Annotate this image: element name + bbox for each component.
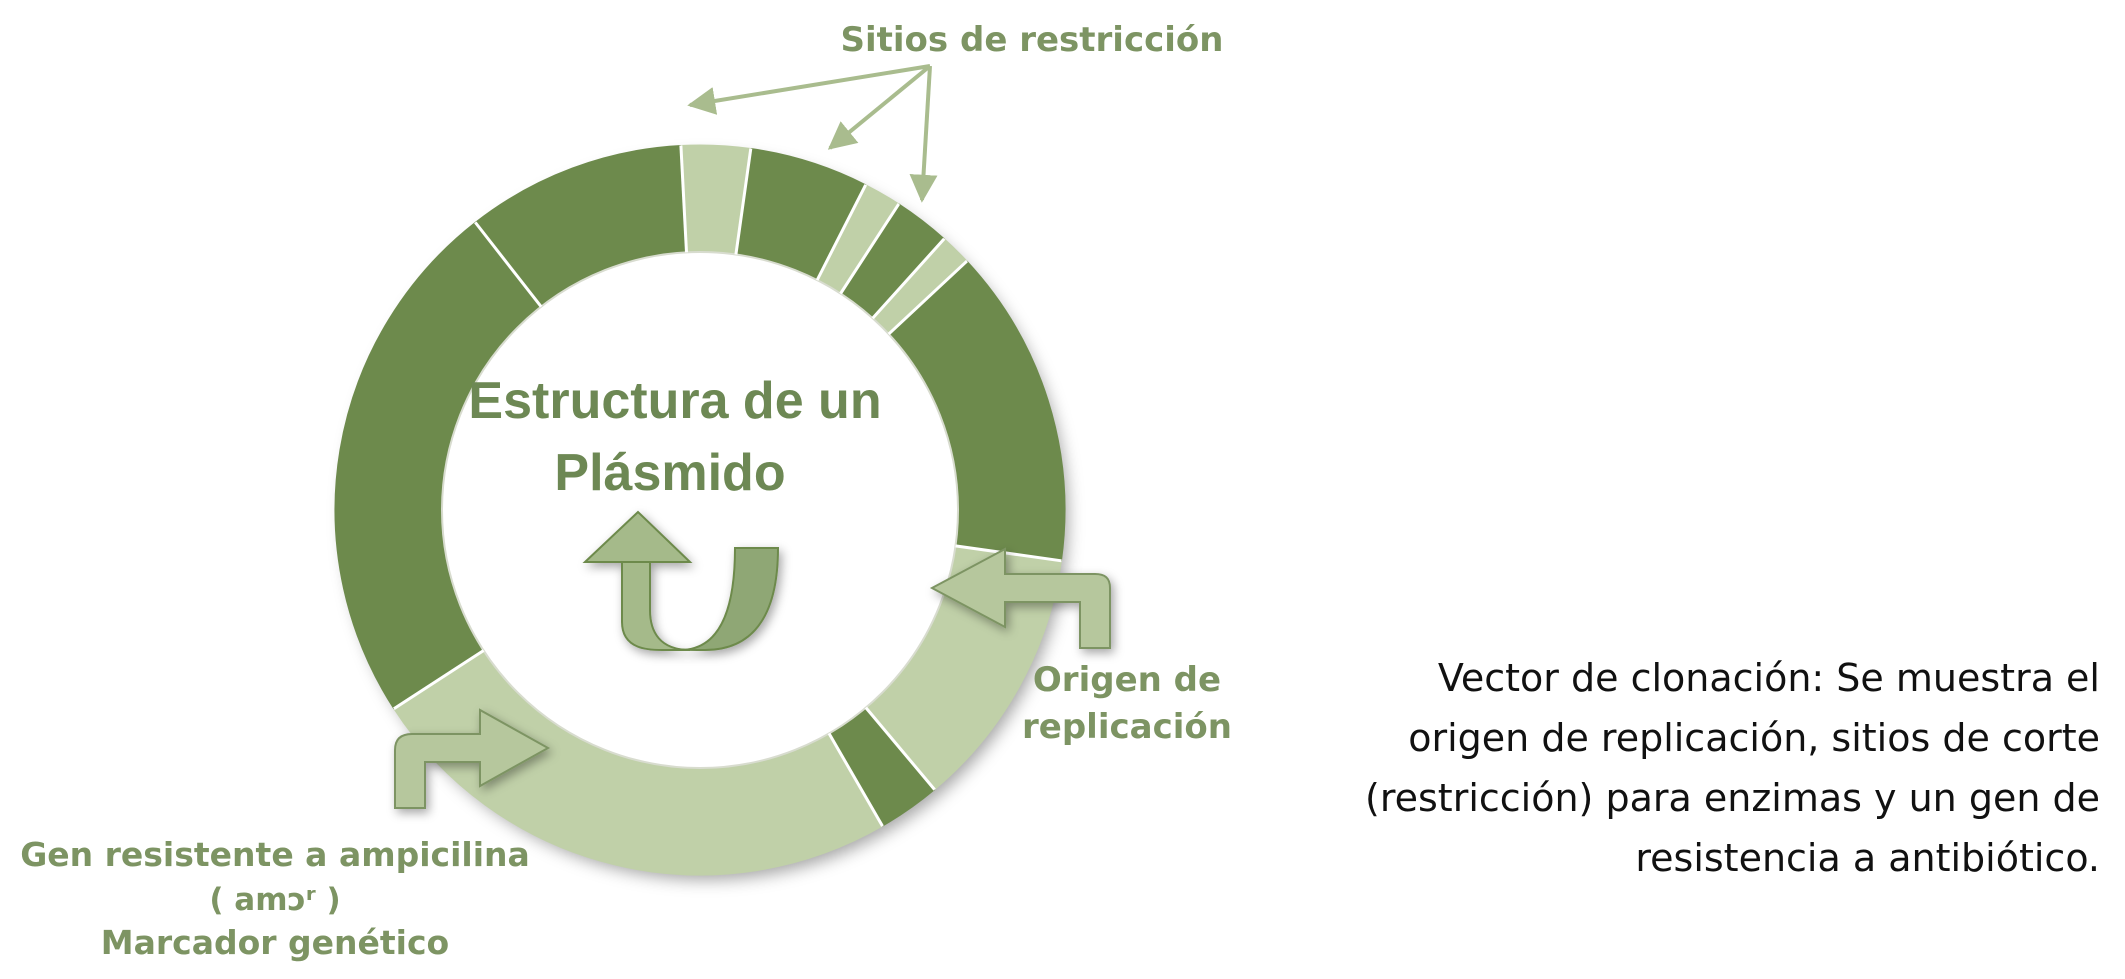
segment-separator — [734, 148, 753, 255]
segment-dark-3 — [888, 260, 1066, 561]
ampicilin-label-line1: Gen resistente a ampicilina — [20, 835, 530, 874]
segment-separators — [393, 145, 1062, 827]
origin-label-line2: replicación — [1022, 707, 1232, 747]
segment-separator — [864, 706, 936, 791]
segment-separator — [393, 649, 485, 711]
replication-arrow-icon — [582, 510, 780, 652]
diagram-title-line2: Plásmido — [554, 444, 785, 502]
ampicilin-label-line3: Marcador genético — [101, 923, 449, 962]
diagram-title-line1: Estructura de un — [468, 372, 881, 430]
restriction-pointers — [687, 64, 938, 203]
segment-separator — [474, 221, 543, 308]
segment-separator — [815, 184, 868, 281]
plasmid-diagram: Estructura de un Plásmido Sitios de rest… — [20, 20, 1232, 962]
segment-separator — [871, 237, 946, 320]
segment-dark-4 — [828, 707, 935, 827]
ampicilin-arrow-icon — [394, 708, 551, 809]
ampicilin-label-line2: ( amɔʳ ) — [209, 882, 340, 918]
segment-separator — [827, 732, 884, 827]
segment-dark-1 — [734, 148, 866, 281]
segment-backbone-2 — [334, 222, 542, 710]
segment-dark-2 — [839, 203, 945, 319]
restriction-sites-label: Sitios de restricción — [841, 20, 1224, 60]
segment-separator — [679, 145, 688, 253]
plasmid-center — [441, 251, 959, 769]
figure-caption: Vector de clonación: Se muestra el orige… — [1300, 648, 2100, 888]
segment-separator — [839, 203, 901, 295]
segment-restriction-site-2 — [816, 184, 900, 294]
segment-restriction-site-3 — [872, 238, 968, 335]
segment-restriction-site-1 — [680, 144, 751, 255]
origin-label-line1: Origen de — [1033, 660, 1221, 700]
origin-arrow-icon — [929, 547, 1111, 649]
segment-backbone — [474, 145, 688, 307]
caption-line: (restricción) para enzimas y un gen de — [1365, 776, 2100, 820]
segment-separator — [887, 259, 968, 336]
caption-line: Vector de clonación: Se muestra el — [1437, 656, 2100, 700]
caption-line: origen de replicación, sitios de corte — [1408, 716, 2100, 760]
caption-line: resistencia a antibiótico. — [1635, 836, 2100, 880]
segment-separator — [955, 544, 1062, 563]
